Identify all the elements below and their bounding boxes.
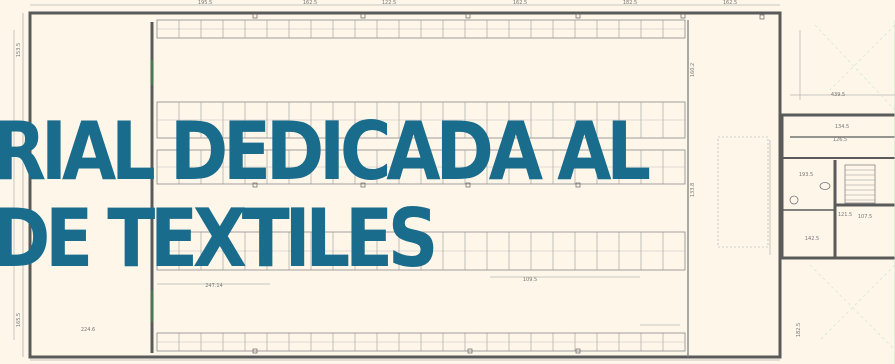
column-marker xyxy=(467,348,473,354)
hatch-line xyxy=(829,24,895,91)
column-marker xyxy=(360,13,366,19)
dimension-label-top: 195.5 xyxy=(198,0,212,6)
column-marker xyxy=(575,348,581,354)
dimension-label-top: 122.5 xyxy=(382,0,396,6)
dimension-label-office: 121.5 xyxy=(838,212,852,218)
dimension-label-office: 439.5 xyxy=(831,92,845,98)
dimension-label-office: 134.5 xyxy=(835,124,849,130)
loading-area xyxy=(717,136,769,248)
toilet-icon xyxy=(819,182,831,190)
column-marker xyxy=(680,13,686,19)
outer-wall xyxy=(28,11,782,359)
dimension-label-top: 162.5 xyxy=(513,0,527,6)
dimension-label-office: 107.5 xyxy=(858,214,872,220)
dimension-label-office: 126.5 xyxy=(833,137,847,143)
office-wall xyxy=(780,113,895,260)
dimension-label-bottom: 109.5 xyxy=(523,277,537,283)
dimension-label-office: 182.5 xyxy=(796,323,802,337)
dimension-label-bottom: 247.14 xyxy=(205,283,223,289)
column-marker xyxy=(360,182,366,188)
dimension-label-top: 182.5 xyxy=(623,0,637,6)
column-marker xyxy=(465,182,471,188)
sink-icon xyxy=(789,195,799,205)
dimension-label-right: 160.2 xyxy=(690,63,696,77)
dimension-label-top: 162.5 xyxy=(723,0,737,6)
column-marker xyxy=(465,13,471,19)
dimension-label-office: 142.5 xyxy=(805,236,819,242)
column-marker xyxy=(252,13,258,19)
plan-title-line-1: RIAL DEDICADA AL xyxy=(0,105,651,198)
dimension-label-left: 153.5 xyxy=(16,43,22,57)
column-marker xyxy=(252,348,258,354)
dimension-label-bottom: 224.6 xyxy=(81,327,95,333)
dimension-label-top: 162.5 xyxy=(303,0,317,6)
dimension-label-left: 165.5 xyxy=(16,313,22,327)
hatch-line xyxy=(814,24,895,111)
hatch-line xyxy=(819,264,895,341)
column-marker xyxy=(252,182,258,188)
column-marker xyxy=(575,13,581,19)
column-marker xyxy=(759,14,765,20)
column-marker xyxy=(575,182,581,188)
plan-title-line-2: DE TEXTILES xyxy=(0,192,439,285)
dimension-label-right: 133.8 xyxy=(690,183,696,197)
stair xyxy=(844,164,876,204)
dimension-label-office: 193.5 xyxy=(799,172,813,178)
